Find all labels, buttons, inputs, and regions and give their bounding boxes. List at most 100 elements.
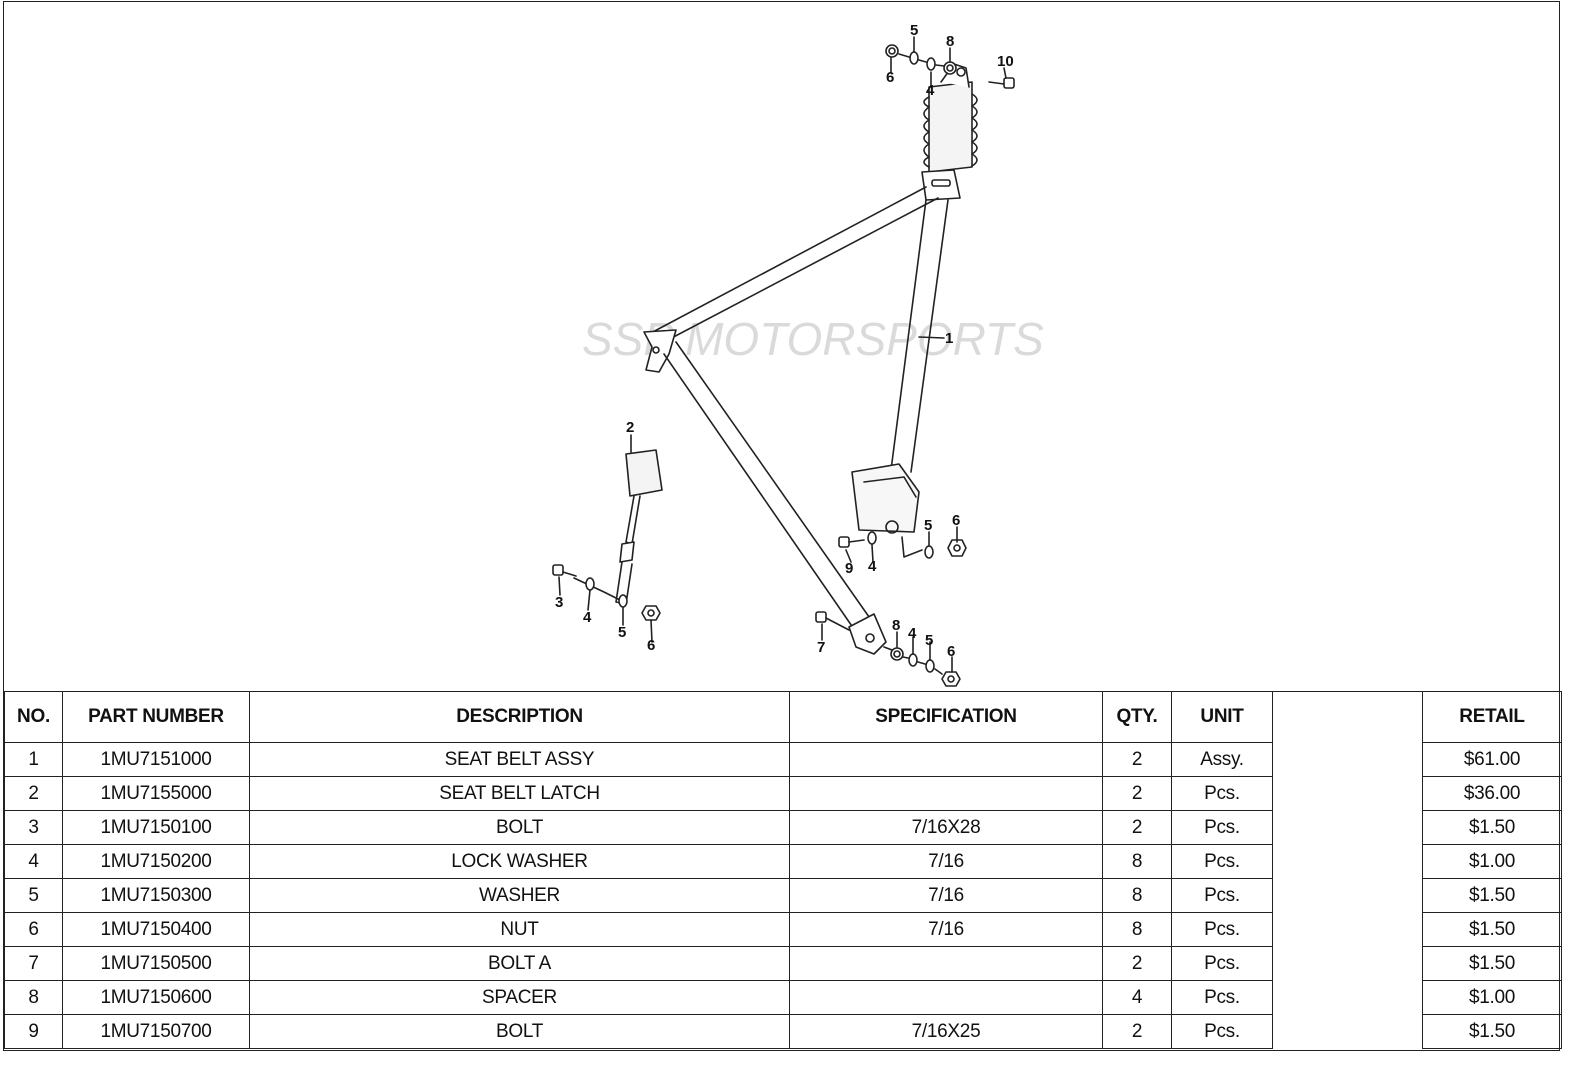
callout-6: 6 bbox=[952, 512, 960, 529]
cell-specification: 7/16X25 bbox=[789, 1014, 1103, 1049]
cell-description: BOLT A bbox=[249, 946, 790, 981]
header-description: DESCRIPTION bbox=[249, 691, 790, 743]
cell-blank bbox=[1272, 844, 1423, 879]
callout-4: 4 bbox=[926, 82, 935, 99]
callout-9: 9 bbox=[845, 560, 853, 577]
cell-retail: $1.50 bbox=[1422, 912, 1562, 947]
cell-blank bbox=[1272, 912, 1423, 947]
cell-no: 6 bbox=[4, 912, 63, 947]
cell-blank bbox=[1272, 776, 1423, 811]
cell-qty: 2 bbox=[1102, 742, 1172, 777]
cell-description: SEAT BELT LATCH bbox=[249, 776, 790, 811]
callout-8: 8 bbox=[946, 33, 954, 50]
cell-qty: 2 bbox=[1102, 810, 1172, 845]
cell-description: SPACER bbox=[249, 980, 790, 1015]
header-retail: RETAIL bbox=[1422, 691, 1562, 743]
cell-retail: $1.50 bbox=[1422, 946, 1562, 981]
diagram-drawing: 5 8 10 6 4 1 2 5 6 9 4 3 4 5 6 7 8 4 5 6 bbox=[552, 22, 1015, 687]
callout-5: 5 bbox=[924, 517, 932, 534]
cell-description: SEAT BELT ASSY bbox=[249, 742, 790, 777]
callout-7: 7 bbox=[817, 639, 825, 656]
cell-description: NUT bbox=[249, 912, 790, 947]
cell-blank bbox=[1272, 742, 1423, 777]
callout-1: 1 bbox=[945, 330, 953, 347]
header-specification: SPECIFICATION bbox=[789, 691, 1103, 743]
header-blank bbox=[1272, 691, 1423, 743]
cell-description: BOLT bbox=[249, 810, 790, 845]
callout-2: 2 bbox=[626, 419, 634, 436]
cell-qty: 2 bbox=[1102, 946, 1172, 981]
cell-part-number: 1MU7150400 bbox=[62, 912, 250, 947]
callout-6: 6 bbox=[647, 637, 655, 654]
parts-table: NO. PART NUMBER DESCRIPTION SPECIFICATIO… bbox=[4, 691, 1562, 1049]
cell-no: 1 bbox=[4, 742, 63, 777]
callout-4: 4 bbox=[583, 609, 592, 626]
callout-8: 8 bbox=[892, 617, 900, 634]
cell-qty: 2 bbox=[1102, 1014, 1172, 1049]
cell-retail: $1.00 bbox=[1422, 980, 1562, 1015]
callout-10: 10 bbox=[997, 53, 1014, 70]
cell-no: 5 bbox=[4, 878, 63, 913]
cell-blank bbox=[1272, 946, 1423, 981]
cell-part-number: 1MU7150500 bbox=[62, 946, 250, 981]
cell-specification: 7/16X28 bbox=[789, 810, 1103, 845]
cell-unit: Pcs. bbox=[1171, 776, 1273, 811]
cell-unit: Pcs. bbox=[1171, 878, 1273, 913]
cell-retail: $1.50 bbox=[1422, 1014, 1562, 1049]
cell-specification bbox=[789, 776, 1103, 811]
header-qty: QTY. bbox=[1102, 691, 1172, 743]
cell-part-number: 1MU7150300 bbox=[62, 878, 250, 913]
cell-no: 9 bbox=[4, 1014, 63, 1049]
cell-part-number: 1MU7150100 bbox=[62, 810, 250, 845]
header-no: NO. bbox=[4, 691, 63, 743]
cell-unit: Assy. bbox=[1171, 742, 1273, 777]
callout-6: 6 bbox=[886, 69, 894, 86]
header-part-number: PART NUMBER bbox=[62, 691, 250, 743]
seat-belt-exploded-diagram: SSP MOTORSPORTS bbox=[4, 2, 1561, 692]
cell-no: 2 bbox=[4, 776, 63, 811]
cell-blank bbox=[1272, 878, 1423, 913]
callout-4: 4 bbox=[868, 558, 877, 575]
cell-blank bbox=[1272, 980, 1423, 1015]
cell-specification: 7/16 bbox=[789, 878, 1103, 913]
cell-specification bbox=[789, 742, 1103, 777]
cell-description: WASHER bbox=[249, 878, 790, 913]
cell-retail: $36.00 bbox=[1422, 776, 1562, 811]
callout-4: 4 bbox=[908, 625, 917, 642]
cell-no: 4 bbox=[4, 844, 63, 879]
cell-no: 7 bbox=[4, 946, 63, 981]
cell-qty: 4 bbox=[1102, 980, 1172, 1015]
callout-6: 6 bbox=[947, 643, 955, 660]
cell-qty: 8 bbox=[1102, 878, 1172, 913]
cell-specification: 7/16 bbox=[789, 844, 1103, 879]
cell-blank bbox=[1272, 1014, 1423, 1049]
cell-qty: 8 bbox=[1102, 844, 1172, 879]
cell-description: LOCK WASHER bbox=[249, 844, 790, 879]
cell-retail: $1.50 bbox=[1422, 810, 1562, 845]
table-header-row: NO. PART NUMBER DESCRIPTION SPECIFICATIO… bbox=[4, 691, 1562, 743]
parts-sheet: SSP MOTORSPORTS bbox=[3, 1, 1562, 1051]
cell-unit: Pcs. bbox=[1171, 946, 1273, 981]
cell-part-number: 1MU7150600 bbox=[62, 980, 250, 1015]
cell-unit: Pcs. bbox=[1171, 980, 1273, 1015]
cell-part-number: 1MU7151000 bbox=[62, 742, 250, 777]
cell-unit: Pcs. bbox=[1171, 844, 1273, 879]
cell-specification bbox=[789, 946, 1103, 981]
cell-retail: $61.00 bbox=[1422, 742, 1562, 777]
cell-description: BOLT bbox=[249, 1014, 790, 1049]
cell-part-number: 1MU7150700 bbox=[62, 1014, 250, 1049]
cell-retail: $1.50 bbox=[1422, 878, 1562, 913]
cell-unit: Pcs. bbox=[1171, 1014, 1273, 1049]
cell-blank bbox=[1272, 810, 1423, 845]
cell-unit: Pcs. bbox=[1171, 810, 1273, 845]
cell-part-number: 1MU7150200 bbox=[62, 844, 250, 879]
